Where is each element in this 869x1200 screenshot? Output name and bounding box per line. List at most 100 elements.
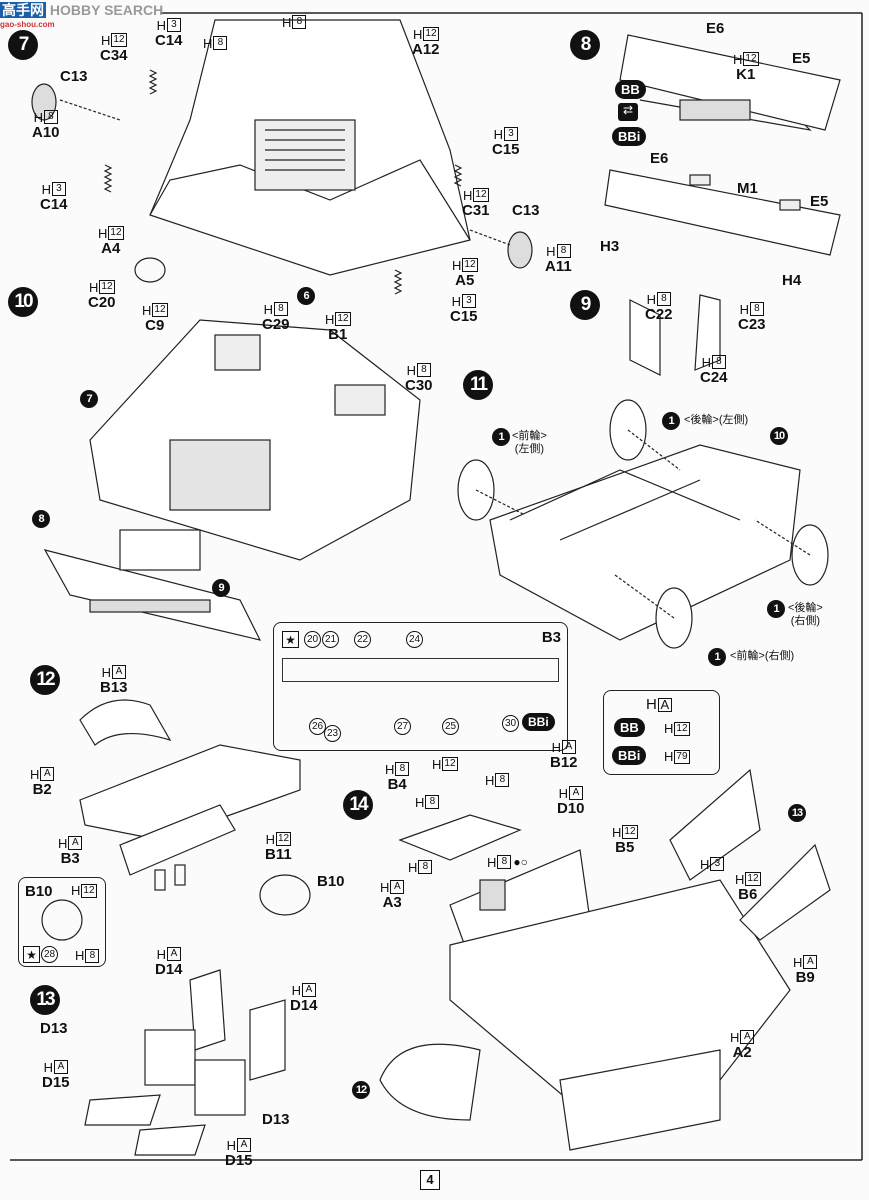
runner-number: 8 [497, 855, 512, 869]
runner-number: 8 [418, 860, 433, 874]
part-code: M1 [737, 180, 758, 197]
part-code: C24 [700, 369, 728, 386]
runner-number: 8 [425, 795, 440, 809]
wheel-label-front-left: <前輪>(左側) [512, 430, 547, 456]
wheel-name: <後輪> [684, 414, 719, 426]
h-prefix: H [413, 26, 423, 42]
runner-number: A [740, 1030, 755, 1044]
decal-number: 21 [322, 631, 339, 648]
runner-number: 12 [152, 303, 168, 317]
variant-badge-bb: BB [614, 718, 645, 737]
arrow-swap-icon: ⇄ [618, 103, 638, 121]
wheel-ref: 1 [662, 412, 680, 430]
part-label: D13 [262, 1111, 290, 1127]
h-prefix: H [101, 32, 111, 48]
part-code: B11 [265, 846, 292, 863]
wheel-ref: 1 [767, 600, 785, 618]
h-prefix: H [739, 301, 749, 317]
part-code: B10 [25, 883, 53, 900]
part-code: A2 [732, 1044, 752, 1061]
h-prefix: H [203, 35, 213, 51]
runner-number: 3 [710, 857, 725, 871]
part-code: B9 [795, 969, 815, 986]
runner-number: A [301, 983, 316, 997]
part-code: C34 [100, 47, 128, 64]
part-code: C14 [155, 32, 183, 49]
part-code: C13 [60, 68, 88, 85]
h-prefix: H [71, 883, 81, 898]
runner-number: A [166, 947, 181, 961]
part-label: H3 [600, 238, 619, 254]
wheel-label-rear-left: <後輪>(左側) [684, 414, 748, 427]
h-prefix: H [406, 362, 416, 378]
dashboard-decal-inset: ★ B3 20 21 22 24 26 23 27 25 30 BBi [273, 622, 568, 751]
h-prefix: H [156, 17, 166, 33]
part-code: C23 [738, 316, 766, 333]
decal-number: 30 [502, 715, 519, 732]
runner-number: A [803, 955, 818, 969]
h-prefix: H [735, 871, 745, 887]
h-prefix: H [730, 1029, 740, 1045]
part-label: B10 [317, 873, 345, 889]
runner-number: 8 [273, 302, 288, 316]
runner-number: 8 [556, 244, 571, 258]
h-prefix: H [664, 749, 674, 764]
wheel-name: <前輪> [512, 430, 547, 442]
step-ref-13: 13 [788, 804, 806, 822]
runner-number: 12 [674, 721, 690, 736]
h-prefix: H [33, 109, 43, 125]
h-prefix: H [432, 756, 442, 772]
runner-number: 8 [416, 363, 431, 377]
h-prefix: H [646, 291, 656, 307]
part-code: B13 [100, 679, 128, 696]
runner-number: 12 [108, 226, 124, 240]
step10-car-front-drawing [43, 257, 421, 641]
step8-bumper-drawing [604, 34, 841, 256]
step13-seat-drawing [84, 969, 286, 1156]
part-label: C13 [60, 68, 88, 84]
h-prefix: H [558, 785, 568, 801]
step-7-marker: 7 [8, 30, 38, 60]
runner-number: 8 [395, 762, 410, 776]
variant-badge-bb: BB [615, 80, 646, 99]
h-prefix: H [89, 279, 99, 295]
watermark-site: gao-shou.com [0, 20, 55, 29]
runner-number: A [68, 836, 83, 850]
h-prefix: H [385, 761, 395, 777]
part-code: B2 [32, 781, 52, 798]
part-code: C29 [262, 316, 290, 333]
part-code: K1 [736, 66, 756, 83]
step-12-marker: 12 [30, 665, 60, 695]
part-label: M1 [737, 180, 758, 196]
runner-number: A [390, 880, 405, 894]
watermark-text: HOBBY SEARCH [49, 2, 164, 18]
runner-number: A [53, 1060, 68, 1074]
part-code: A3 [382, 894, 402, 911]
part-code: C20 [88, 294, 116, 311]
runner-number: 8 [213, 36, 228, 50]
wheel-name: <後輪> [788, 602, 823, 614]
part-code: B12 [550, 754, 578, 771]
